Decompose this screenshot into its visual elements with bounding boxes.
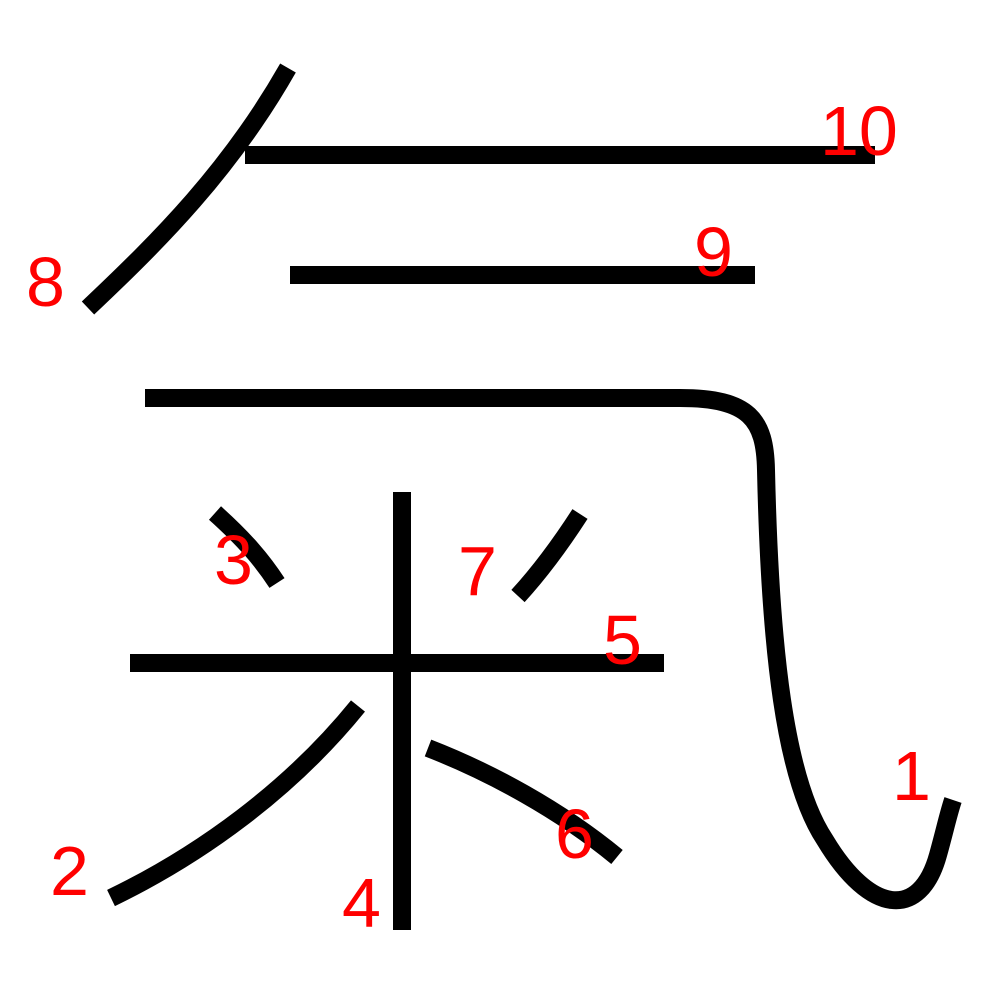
stroke-3 [208, 506, 285, 588]
stroke-number-3: 3 [214, 521, 253, 599]
stroke-number-5: 5 [603, 601, 642, 679]
stroke-number-2: 2 [50, 832, 89, 910]
stroke-number-10: 10 [820, 92, 898, 170]
stroke-number-4: 4 [342, 864, 381, 942]
stroke-number-9: 9 [694, 213, 733, 291]
stroke-2 [107, 700, 365, 907]
stroke-number-8: 8 [26, 243, 65, 321]
stroke-1 [145, 389, 962, 910]
stroke-6 [424, 739, 623, 864]
stroke-number-1: 1 [892, 737, 931, 815]
stroke-number-6: 6 [555, 795, 594, 873]
stroke-number-7: 7 [458, 532, 497, 610]
stroke-7 [511, 509, 588, 603]
stroke-8 [81, 63, 296, 315]
